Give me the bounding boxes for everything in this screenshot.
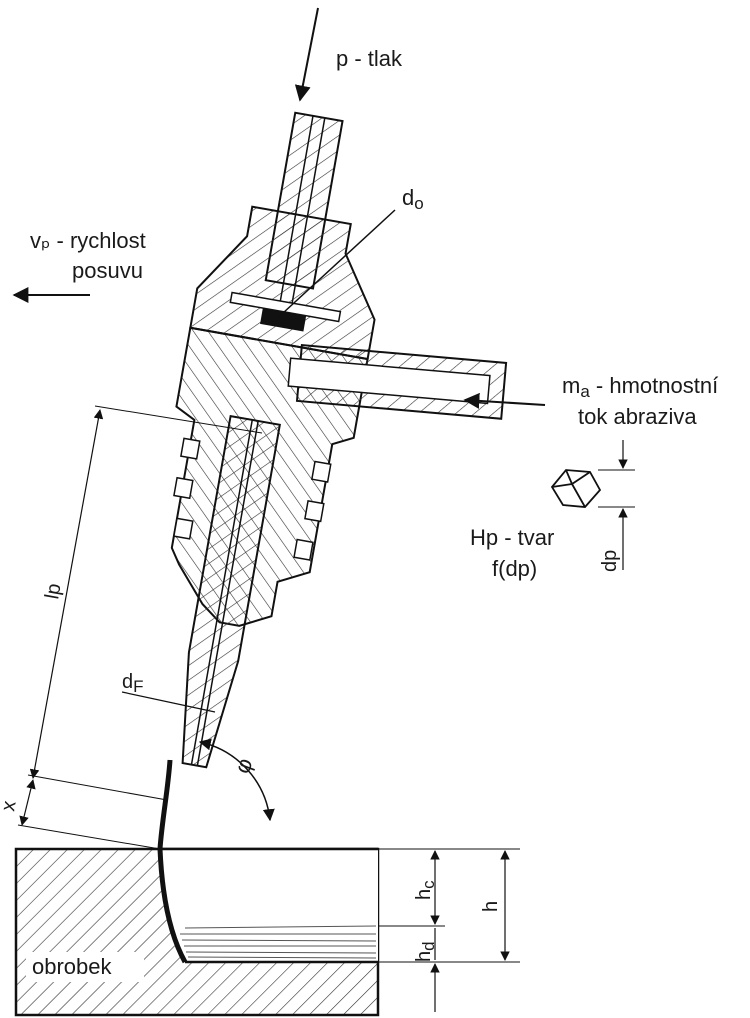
jet-bore xyxy=(190,419,253,765)
df-leader xyxy=(121,691,216,713)
cut-kerf xyxy=(160,849,378,962)
x-ext xyxy=(17,824,161,850)
abrasive-flow-label-line1: ma - hmotnostní xyxy=(562,373,718,401)
pressure-label: p - tlak xyxy=(336,46,403,71)
total-depth-label: h xyxy=(480,901,502,912)
particle-shape-label-line1: Hp - tvar xyxy=(470,525,554,550)
pressure-arrow xyxy=(294,7,319,102)
feed-speed-label-line2: posuvu xyxy=(72,258,143,283)
water-bore-2 xyxy=(291,117,326,306)
smooth-depth-label: hc xyxy=(413,880,438,900)
abrasive-particle xyxy=(550,469,602,508)
abrasive-inlet-tube xyxy=(287,344,508,420)
x-dimension-line xyxy=(19,779,36,826)
particle-shape-label-line2: f(dp) xyxy=(492,556,537,581)
impact-angle-arc xyxy=(198,738,275,822)
lp-dimension-line xyxy=(29,409,104,779)
cutting-head xyxy=(170,111,376,769)
particle-size-label: dp xyxy=(599,550,621,572)
workpiece-label-bg: obrobek xyxy=(26,952,144,982)
jet-bore-2 xyxy=(196,420,259,766)
standoff-distance-label: x xyxy=(0,799,21,813)
focusing-tube-diameter-label: dF xyxy=(122,671,144,696)
orifice-leader xyxy=(269,209,396,326)
focusing-tube-length-label: lp xyxy=(41,582,65,601)
feed-speed-label-line1: vₚ - rychlost xyxy=(30,228,146,253)
thread-right xyxy=(293,460,332,561)
rough-depth-label: hd xyxy=(413,941,438,962)
thread-left xyxy=(173,437,201,540)
impact-angle-label: φ xyxy=(229,755,257,777)
orifice-diameter-label: do xyxy=(402,185,424,213)
abrasive-flow-arrow xyxy=(463,392,546,409)
rough-cut-zone xyxy=(180,925,377,959)
water-bore xyxy=(279,115,314,304)
abrasive-flow-label-line2: tok abraziva xyxy=(578,404,697,429)
lp-ext-top xyxy=(94,405,263,434)
lp-ext-bottom xyxy=(27,774,168,801)
workpiece-label: obrobek xyxy=(32,954,113,979)
